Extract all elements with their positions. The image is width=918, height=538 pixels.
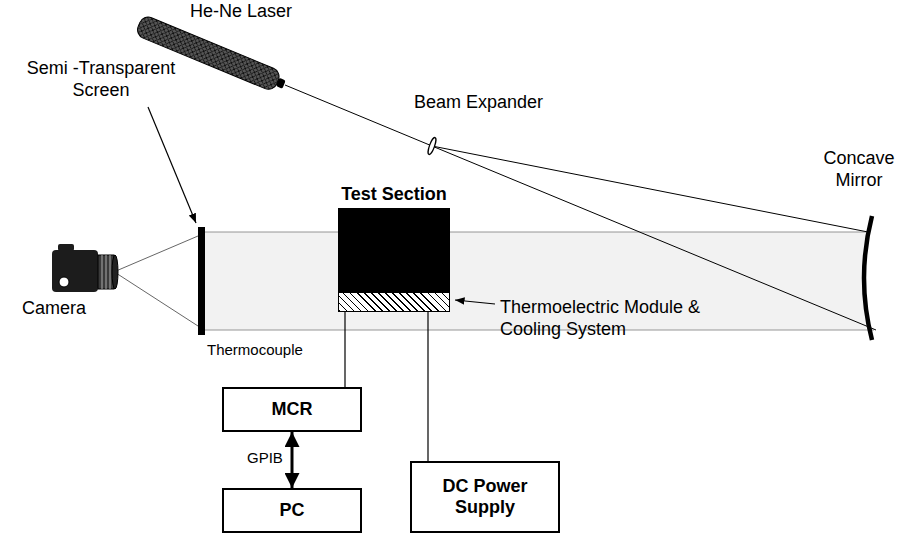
instrument-box: MCR bbox=[222, 387, 362, 432]
camera-icon bbox=[52, 244, 118, 292]
part-label: Semi -Transparent Screen bbox=[10, 58, 192, 101]
leader-line bbox=[455, 300, 495, 304]
test-section: Test Section bbox=[338, 208, 450, 312]
camera-ray bbox=[116, 273, 198, 326]
laser-ray bbox=[285, 85, 432, 146]
power-wire bbox=[427, 312, 428, 461]
laser-tube bbox=[135, 14, 288, 94]
box-label: MCR bbox=[266, 399, 319, 420]
camera-ray bbox=[116, 236, 198, 271]
box-label: DC Power Supply bbox=[412, 476, 558, 517]
beam-expander-lens bbox=[427, 137, 438, 156]
screen bbox=[198, 227, 205, 335]
gpib-link bbox=[291, 432, 294, 488]
part-label: Beam Expander bbox=[414, 92, 543, 114]
concave-mirror bbox=[864, 216, 872, 340]
edge-label: GPIB bbox=[246, 449, 284, 467]
edge-label: Thermocouple bbox=[206, 341, 304, 359]
section-heading: Test Section bbox=[339, 184, 449, 205]
beam-edge bbox=[205, 232, 866, 233]
part-label: Camera bbox=[22, 298, 86, 320]
box-label: PC bbox=[273, 500, 310, 521]
part-label: He-Ne Laser bbox=[190, 1, 292, 23]
computer-box: PC bbox=[222, 488, 362, 533]
part-label: Concave Mirror bbox=[806, 148, 912, 191]
part-label: Thermoelectric Module & Cooling System bbox=[500, 297, 736, 340]
thermocouple-wire bbox=[344, 312, 345, 387]
laser-ray bbox=[432, 146, 868, 232]
leader-line bbox=[148, 107, 196, 223]
power-supply-box: DC Power Supply bbox=[410, 461, 560, 533]
